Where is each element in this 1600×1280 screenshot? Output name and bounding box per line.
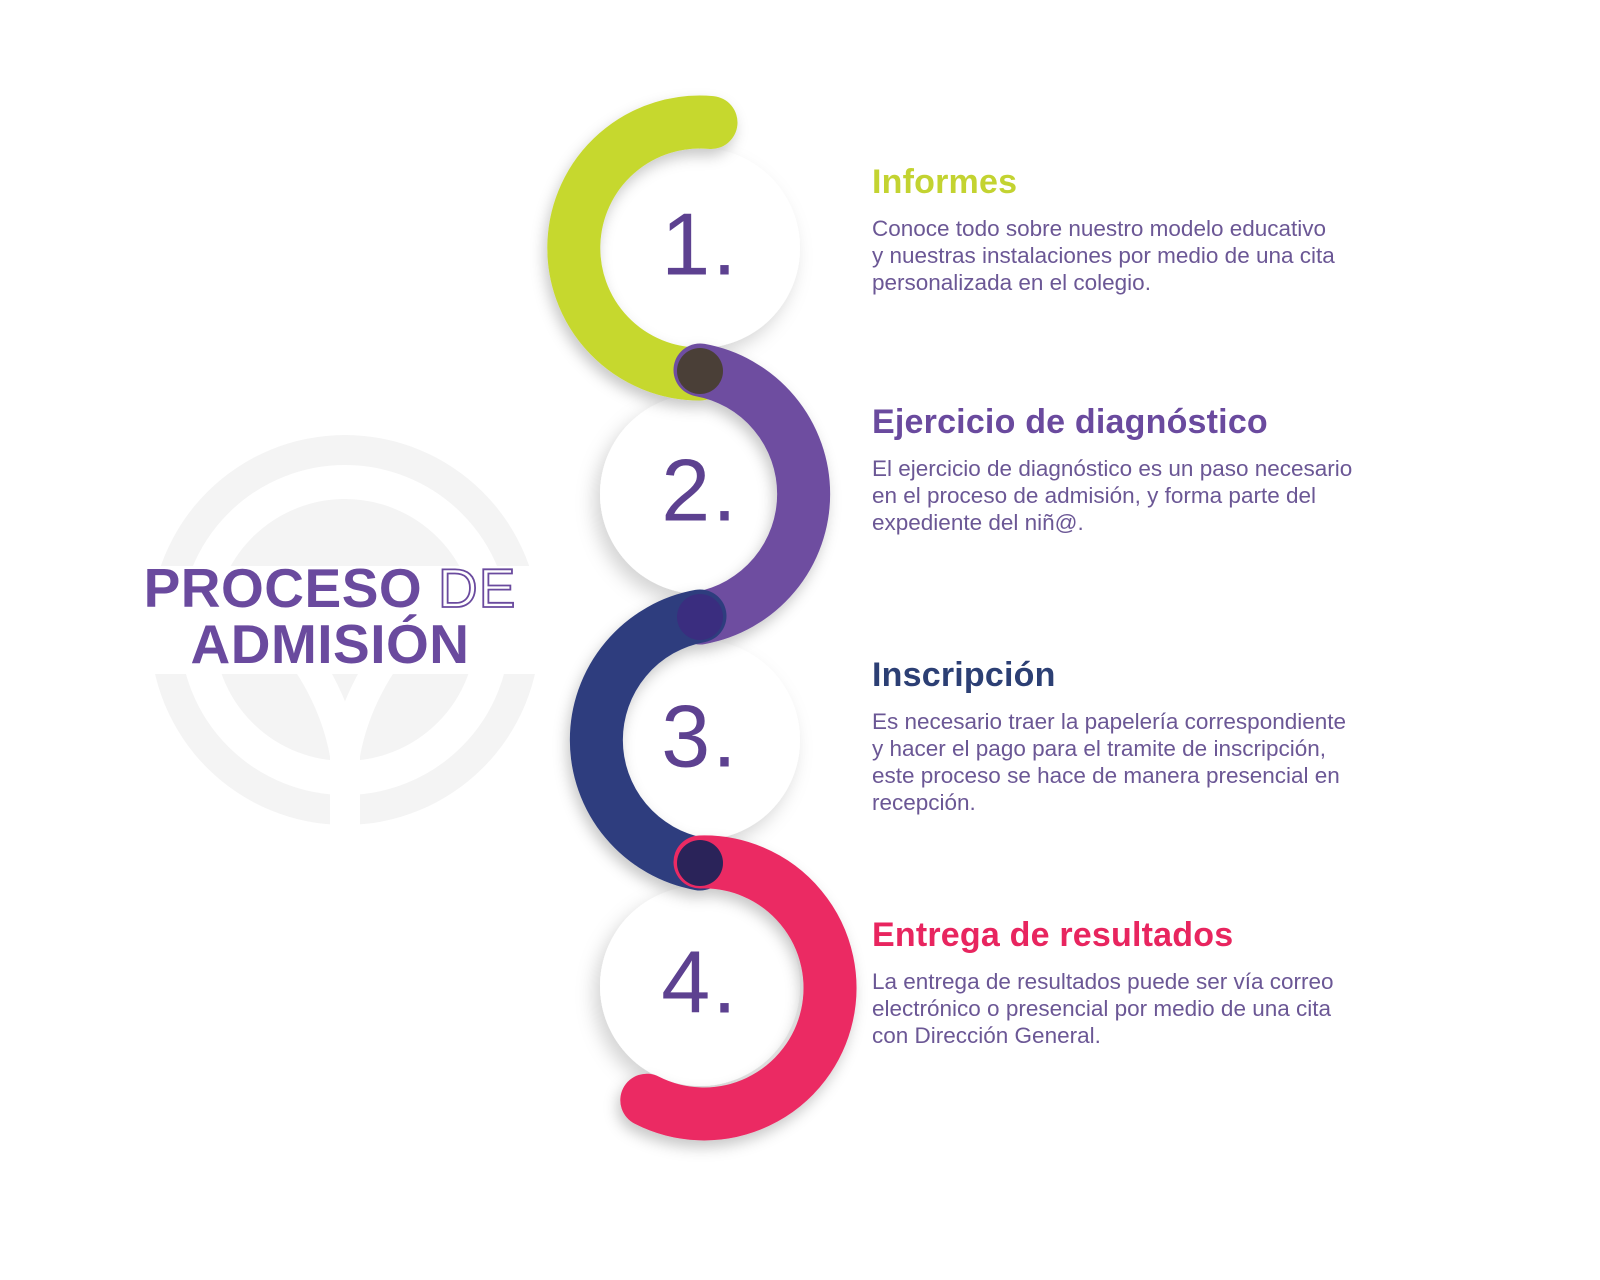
step-1-heading: Informes <box>872 163 1018 201</box>
title-word-admision: ADMISIÓN <box>190 613 470 676</box>
step-2-heading: Ejercicio de diagnóstico <box>872 403 1268 441</box>
step-2-description: El ejercicio de diagnóstico es un paso n… <box>872 456 1353 535</box>
junction-dot-2 <box>677 594 723 640</box>
step-1-description: Conoce todo sobre nuestro modelo educati… <box>872 216 1335 295</box>
title-word-proceso: PROCESO <box>143 557 423 619</box>
junction-dot-1 <box>677 348 723 394</box>
junction-dot-3 <box>677 840 723 886</box>
step-1-block: Informes Conoce todo sobre nuestro model… <box>872 163 1472 296</box>
step-4-heading: Entrega de resultados <box>872 916 1234 954</box>
title-word-de: DE <box>437 557 517 619</box>
step-4-number: 4. <box>661 932 739 1032</box>
step-4-block: Entrega de resultados La entrega de resu… <box>872 916 1472 1049</box>
step-3-description: Es necesario traer la papelería correspo… <box>872 709 1347 815</box>
step-3-heading: Inscripción <box>872 656 1056 694</box>
step-2-number: 2. <box>661 440 739 540</box>
step-3-block: Inscripción Es necesario traer la papele… <box>872 656 1472 816</box>
step-4-description: La entrega de resultados puede ser vía c… <box>872 969 1334 1048</box>
step-2-block: Ejercicio de diagnóstico El ejercicio de… <box>872 403 1472 536</box>
step-3-number: 3. <box>661 686 739 786</box>
page-title: PROCESO DE ADMISIÓN <box>118 557 542 676</box>
step-1-number: 1. <box>661 194 739 294</box>
